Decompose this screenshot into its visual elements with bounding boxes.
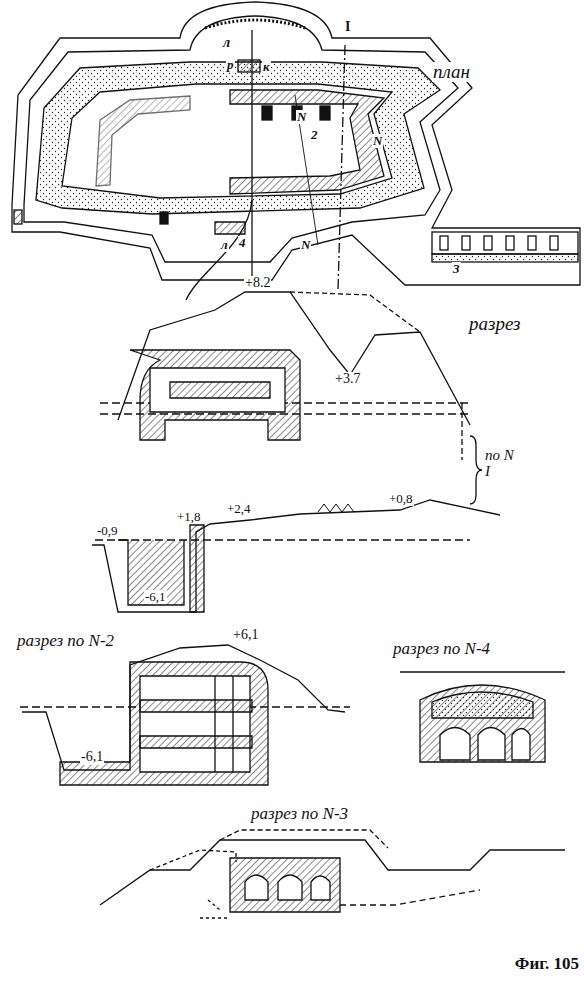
- drawing-label: +6,1: [232, 628, 259, 643]
- view-title: разрез: [468, 314, 522, 334]
- drawing-label: л: [220, 238, 229, 252]
- view-title: разрез по N-2: [16, 632, 115, 650]
- fort-plan: [12, 2, 580, 300]
- drawing-label: по N I: [484, 448, 516, 480]
- drawing-label: к: [262, 60, 271, 74]
- drawing-label: +3.7: [334, 372, 361, 387]
- figure-caption: Фиг. 105: [514, 955, 580, 973]
- view-title: разрез по N-4: [392, 640, 491, 658]
- drawing-label: р: [226, 58, 235, 72]
- drawing-label: 4: [238, 236, 247, 250]
- section-N3: [100, 830, 565, 918]
- drawing-label: 2: [310, 128, 319, 142]
- drawing-label: -6,1: [144, 590, 167, 604]
- drawing-label: -0,9: [96, 524, 119, 538]
- drawing-label: -6,1: [80, 750, 104, 765]
- section-I: [92, 292, 500, 612]
- drawing-label: N: [300, 238, 311, 252]
- drawing-label: +1,8: [176, 510, 202, 524]
- drawing-label: +0,8: [388, 492, 414, 506]
- drawing-label: +2,4: [226, 502, 252, 516]
- drawing-label: 3: [452, 262, 461, 276]
- drawing-label: +8.2: [244, 276, 271, 291]
- drawing-label: N: [296, 110, 307, 124]
- view-title: план: [432, 62, 471, 82]
- section-N2: [20, 645, 350, 785]
- section-N4: [400, 672, 565, 762]
- drawing-label: I: [344, 20, 351, 35]
- drawing-label: N: [372, 134, 383, 148]
- drawing-label: л: [222, 36, 231, 51]
- view-title: разрез по N-3: [250, 805, 349, 823]
